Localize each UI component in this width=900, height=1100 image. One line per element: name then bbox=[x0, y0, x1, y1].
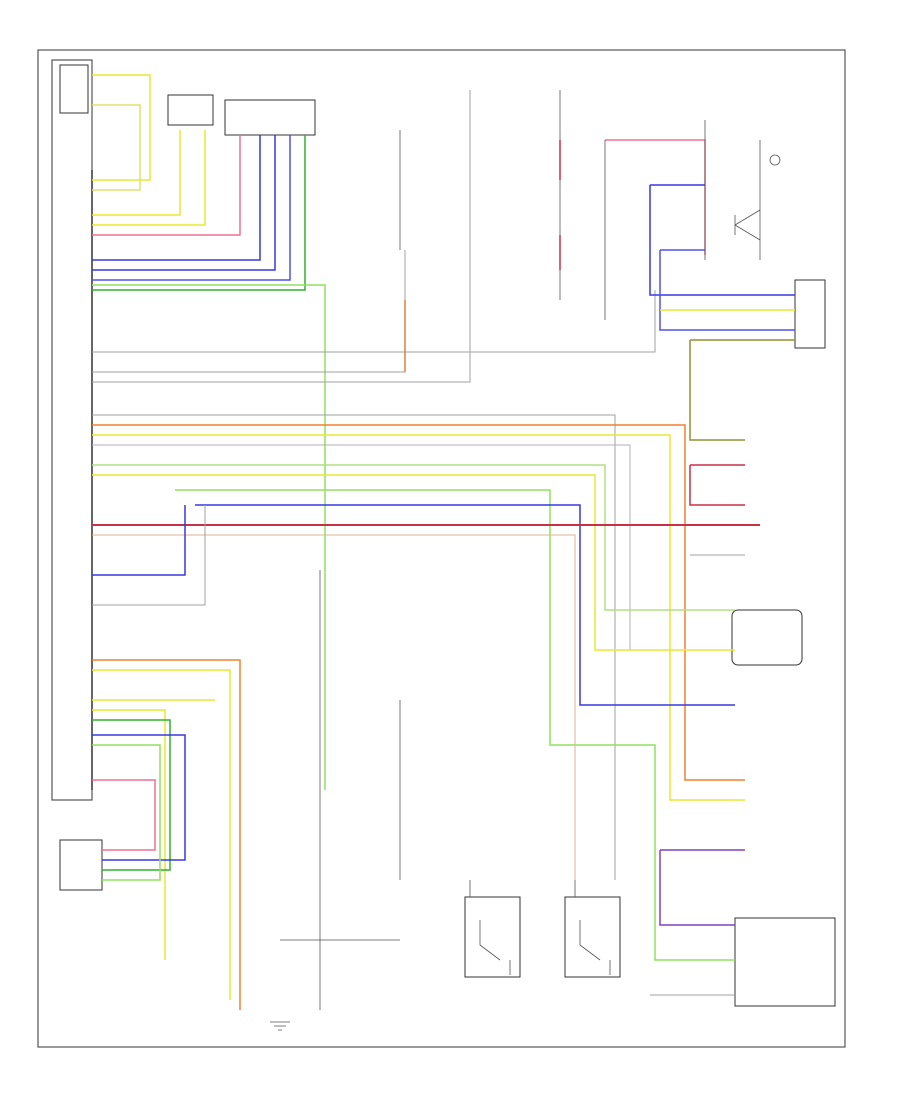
ground-symbol bbox=[270, 1021, 290, 1031]
wire-blue-4 bbox=[195, 504, 735, 706]
wire-gray-5 bbox=[92, 444, 631, 650]
wire-blue-8 bbox=[659, 249, 795, 331]
wire-tan-1 bbox=[92, 534, 576, 880]
wire-olive-1 bbox=[689, 339, 795, 441]
top-left-sensor-box bbox=[59, 64, 89, 114]
left-bottom-module-box bbox=[59, 839, 103, 891]
combination-meter-box bbox=[167, 94, 214, 126]
right-meter-box bbox=[794, 279, 826, 349]
wire-green-1 bbox=[92, 135, 306, 291]
relay-left-box bbox=[464, 896, 521, 978]
wire-green-2 bbox=[175, 489, 735, 961]
wire-orange-2 bbox=[92, 659, 241, 1010]
wire-blue-9 bbox=[92, 734, 186, 861]
wire-gray-4 bbox=[92, 414, 616, 880]
top-center-module-box bbox=[224, 99, 316, 136]
wire-blue-3 bbox=[92, 135, 291, 281]
wire-yellow-1 bbox=[92, 74, 151, 181]
wire-pink-1 bbox=[92, 135, 241, 236]
wire-blue-2 bbox=[92, 135, 276, 271]
wire-orange-1 bbox=[92, 424, 745, 781]
wire-gray-6 bbox=[92, 505, 206, 606]
wire-pink-3 bbox=[689, 464, 745, 506]
diagram-frame bbox=[37, 49, 846, 1048]
wire-yellow-8 bbox=[92, 669, 231, 1000]
transistor-symbol bbox=[734, 209, 761, 241]
wire-purple-1 bbox=[659, 849, 745, 926]
wire-gray-2 bbox=[92, 250, 406, 373]
wire-yellow-6 bbox=[92, 474, 735, 651]
wire-yellow-10 bbox=[92, 709, 166, 960]
indicator-lamp bbox=[769, 154, 781, 166]
wire-yellow-2 bbox=[92, 104, 141, 191]
wire-pink-2 bbox=[605, 139, 706, 255]
control-module-box bbox=[51, 59, 93, 801]
wire-gray-3 bbox=[92, 90, 471, 383]
bottom-right-switch-box bbox=[734, 917, 836, 1007]
wire-yellow-4 bbox=[92, 130, 206, 226]
wire-lightgreen-1 bbox=[92, 284, 326, 790]
relay-right-contact bbox=[579, 920, 611, 975]
wire-lightgreen-3 bbox=[92, 744, 161, 881]
wire-blue-5 bbox=[92, 505, 186, 576]
wire-blue-1 bbox=[92, 135, 261, 261]
relay-right-box bbox=[564, 896, 621, 978]
wire-lightgreen-2 bbox=[92, 464, 735, 611]
wire-green-3 bbox=[92, 719, 171, 871]
wire-pink-4 bbox=[92, 779, 156, 851]
wire-gray-1 bbox=[92, 290, 656, 353]
right-coil-box bbox=[731, 609, 803, 666]
relay-left-contact bbox=[479, 920, 511, 975]
wire-blue-7 bbox=[649, 185, 795, 296]
wire-yellow-5 bbox=[92, 434, 745, 801]
wire-yellow-3 bbox=[92, 130, 181, 216]
